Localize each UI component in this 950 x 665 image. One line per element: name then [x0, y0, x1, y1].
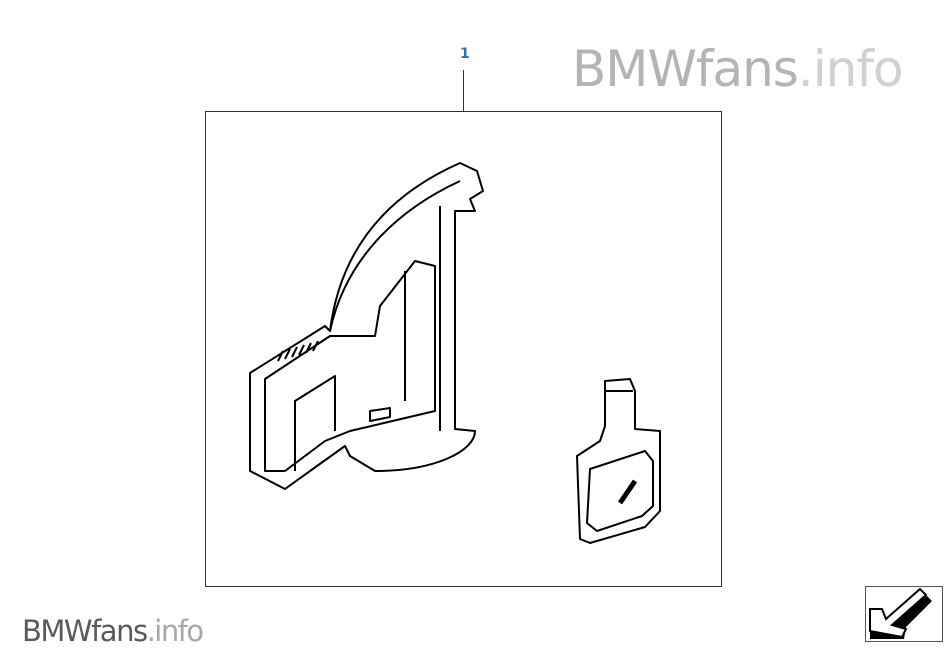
parts-illustration [249, 162, 661, 544]
watermark-main: BMWfans [22, 614, 148, 648]
watermark-suffix: .info [797, 40, 904, 98]
arrow-return-icon [869, 587, 932, 639]
parts-diagram-frame [205, 111, 722, 587]
watermark-suffix: .info [146, 614, 205, 648]
callout-1[interactable]: 1 [460, 46, 470, 62]
watermark-main: BMWfans [572, 40, 799, 98]
back-navigation-button[interactable] [865, 586, 943, 642]
watermark-logo-top: BMWfans.info [572, 40, 904, 98]
watermark-logo-bottom: BMWfans.info [22, 614, 205, 648]
cover-clip [576, 378, 661, 544]
holder-bracket [249, 162, 484, 490]
callout-leader-line [463, 70, 464, 112]
